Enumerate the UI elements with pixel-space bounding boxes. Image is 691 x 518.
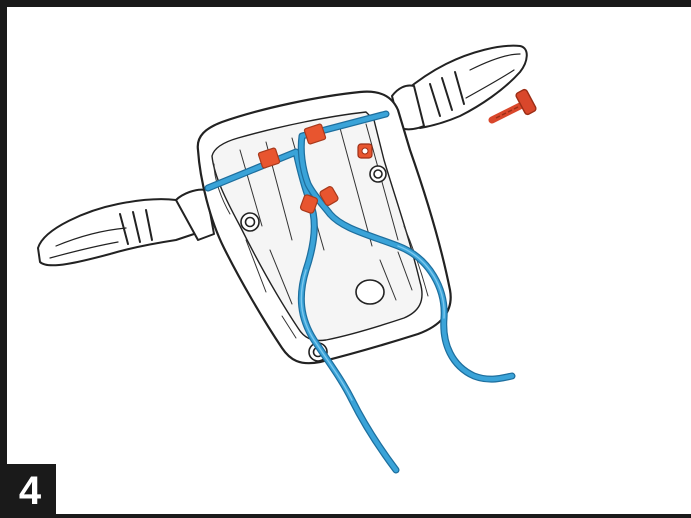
left-turn-signal-icon bbox=[38, 190, 214, 266]
right-turn-signal-icon bbox=[392, 46, 527, 130]
nut-icon bbox=[358, 144, 372, 158]
step-number-badge: 4 bbox=[0, 464, 56, 518]
screw-icon bbox=[492, 89, 537, 120]
